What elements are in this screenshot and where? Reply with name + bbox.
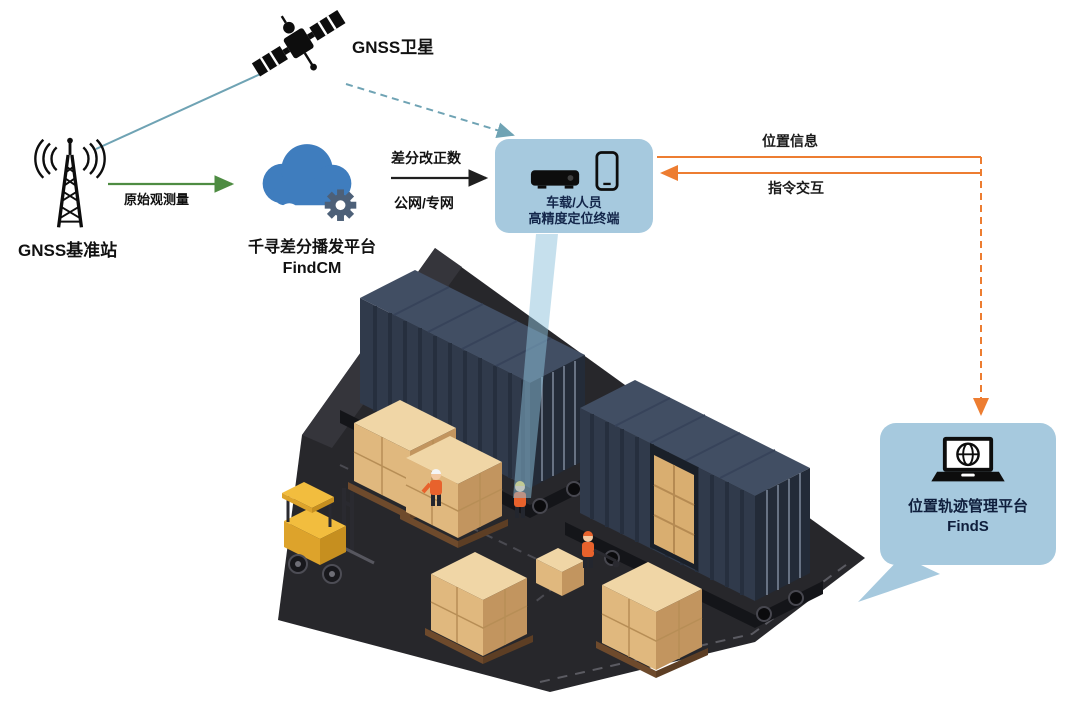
satellite-label: GNSS卫星 bbox=[352, 38, 435, 57]
gear-icon bbox=[324, 189, 357, 221]
laptop-globe-icon bbox=[931, 436, 1005, 482]
cloud-platform-product: FindCM bbox=[282, 260, 342, 277]
raw-observation-label: 原始观测量 bbox=[124, 192, 190, 207]
smartphone-icon bbox=[595, 151, 619, 191]
gnss-base-station-icon bbox=[34, 137, 106, 228]
link-satellite-terminal bbox=[345, 83, 515, 138]
terminal-bubble: 车载/人员 高精度定位终端 bbox=[495, 139, 653, 233]
terminal-label-line1: 车载/人员 bbox=[546, 195, 602, 210]
warehouse-illustration bbox=[278, 248, 865, 692]
workers bbox=[421, 469, 620, 568]
forklift bbox=[282, 482, 375, 584]
terminal-label-line2: 高精度定位终端 bbox=[528, 211, 620, 226]
worker-three bbox=[582, 531, 620, 568]
gnss-satellite-icon bbox=[251, 10, 346, 77]
pallet-boxes bbox=[348, 400, 708, 678]
cloud-gear-icon bbox=[262, 144, 357, 223]
container-two bbox=[565, 380, 823, 628]
vehicle-terminal-icon bbox=[530, 170, 580, 189]
cloud-platform-name: 千寻差分播发平台 bbox=[247, 239, 376, 256]
cloud-platform-label: 千寻差分播发平台 FindCM bbox=[218, 237, 406, 279]
command-interaction-label: 指令交互 bbox=[768, 180, 824, 196]
management-platform-product: FindS bbox=[947, 518, 989, 535]
position-info-label: 位置信息 bbox=[762, 133, 818, 149]
diff-correction-label: 差分改正数 bbox=[391, 150, 461, 166]
management-platform-name: 位置轨迹管理平台 bbox=[907, 498, 1028, 515]
base-station-label: GNSS基准站 bbox=[18, 241, 118, 260]
worker-one bbox=[421, 469, 442, 506]
management-platform-bubble: 位置轨迹管理平台 FindS bbox=[880, 423, 1056, 565]
network-type-label: 公网/专网 bbox=[394, 195, 454, 211]
